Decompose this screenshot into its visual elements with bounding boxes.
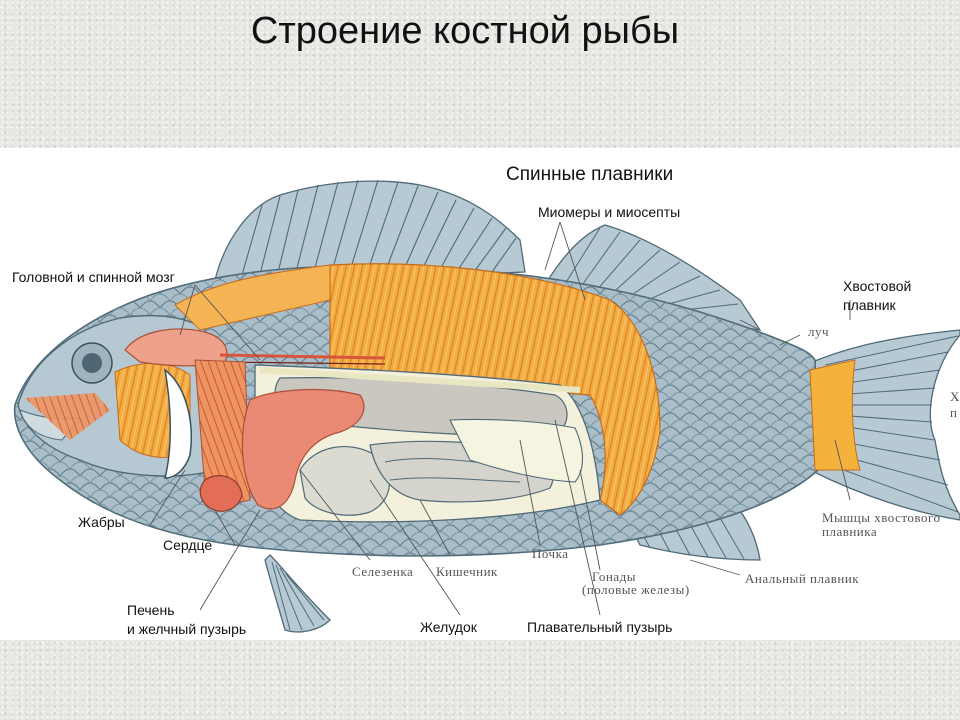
label-gonads-2: (половые железы) [582,582,690,597]
label-swim-bladder: Плавательный пузырь [527,619,673,635]
brain [124,328,228,367]
label-gills: Жабры [78,514,125,530]
label-edge-fragment-1: Х [950,389,960,404]
label-kidney: Почка [532,546,569,561]
heart-organ [199,475,243,512]
gills [163,368,192,479]
label-brain: Головной и спинной мозг [12,269,175,285]
label-edge-fragment-2: п [950,405,958,420]
label-caudal-fin-2: плавник [843,297,896,313]
label-heart: Сердце [163,537,213,553]
dorsal-fin-front [214,179,526,286]
fish-head [17,314,216,477]
label-gonads-1: Гонады [592,569,636,584]
label-caudal-fin-1: Хвостовой [843,278,912,294]
pelvic-fin [264,554,331,633]
spinal-cord [219,353,386,360]
pointer-lines [149,221,851,616]
label-caudal-muscles-1: Мышцы хвостового [822,510,941,525]
label-liver-1: Печень [127,602,175,618]
label-liver-2: и желчный пузырь [127,621,247,637]
page-title: Строение костной рыбы [250,10,680,52]
label-intestine: Кишечник [436,564,498,579]
label-spleen: Селезенка [352,564,414,579]
caudal-fin-muscle [809,359,861,471]
kidney-organ [259,367,581,393]
label-stomach: Желудок [420,619,477,635]
label-myomeres: Миомеры и миосепты [538,204,681,220]
label-anal-fin: Анальный плавник [745,571,860,586]
liver-organ [241,388,365,510]
label-dorsal-fins: Спинные плавники [506,164,674,185]
myomeres-muscle [329,263,661,516]
label-caudal-muscles-2: плавника [822,524,878,539]
label-ray-fragment: луч [808,324,830,339]
gonads-organ [449,418,584,483]
